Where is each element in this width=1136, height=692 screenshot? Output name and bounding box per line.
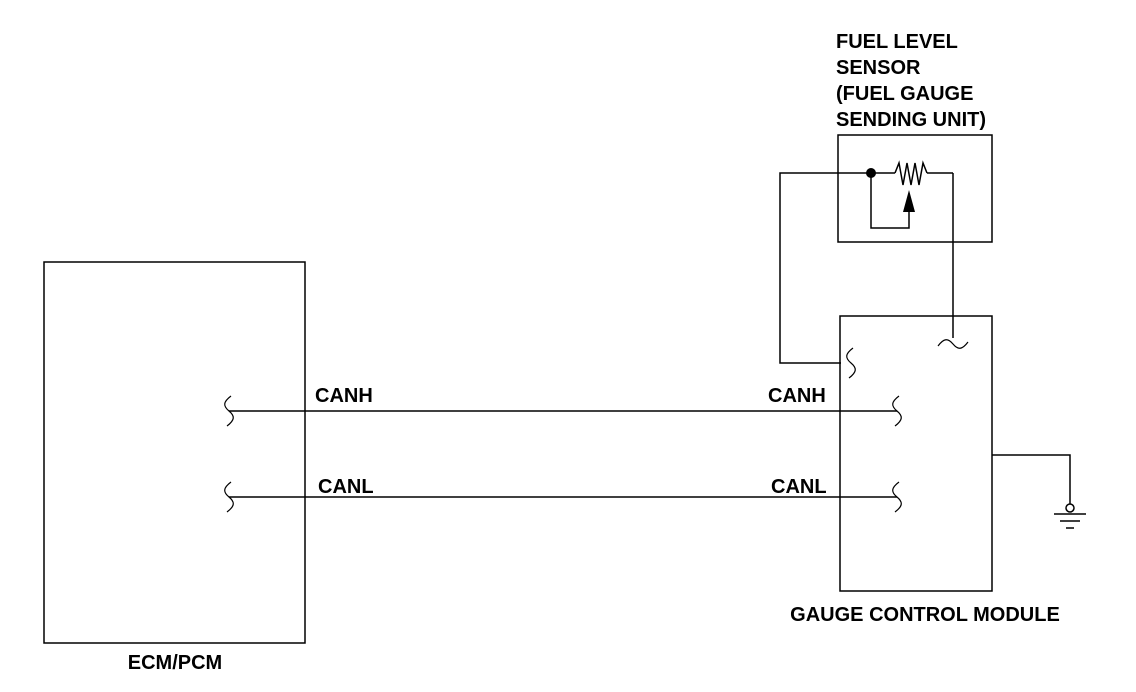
connector-break-icon [892,481,902,513]
canl-label-left: CANL [318,476,374,498]
gauge-control-module-box [839,315,993,592]
ecm-pcm-label: ECM/PCM [128,652,222,674]
connector-break-icon [937,339,969,349]
connector-break-icon [224,481,234,513]
fuel-level-sensor-box [837,134,993,243]
wiper-arrow-icon [870,173,915,229]
sensor-signal-wire [779,172,871,364]
sensor-label-line-4: SENDING UNIT) [836,109,986,131]
canh-label-right: CANH [768,385,826,407]
connector-break-icon [224,395,234,427]
ecm-pcm-box [43,261,306,644]
connector-break-icon [892,395,902,427]
sensor-label-line-1: FUEL LEVEL [836,31,958,53]
gauge-control-module-label: GAUGE CONTROL MODULE [790,604,1060,626]
resistor-icon [871,160,953,186]
sensor-label-line-2: SENSOR [836,57,921,79]
canl-label-right: CANL [771,476,827,498]
ground-icon [992,454,1086,529]
canh-label-left: CANH [315,385,373,407]
connector-break-icon [846,347,856,379]
sensor-label-line-3: (FUEL GAUGE [836,83,973,105]
